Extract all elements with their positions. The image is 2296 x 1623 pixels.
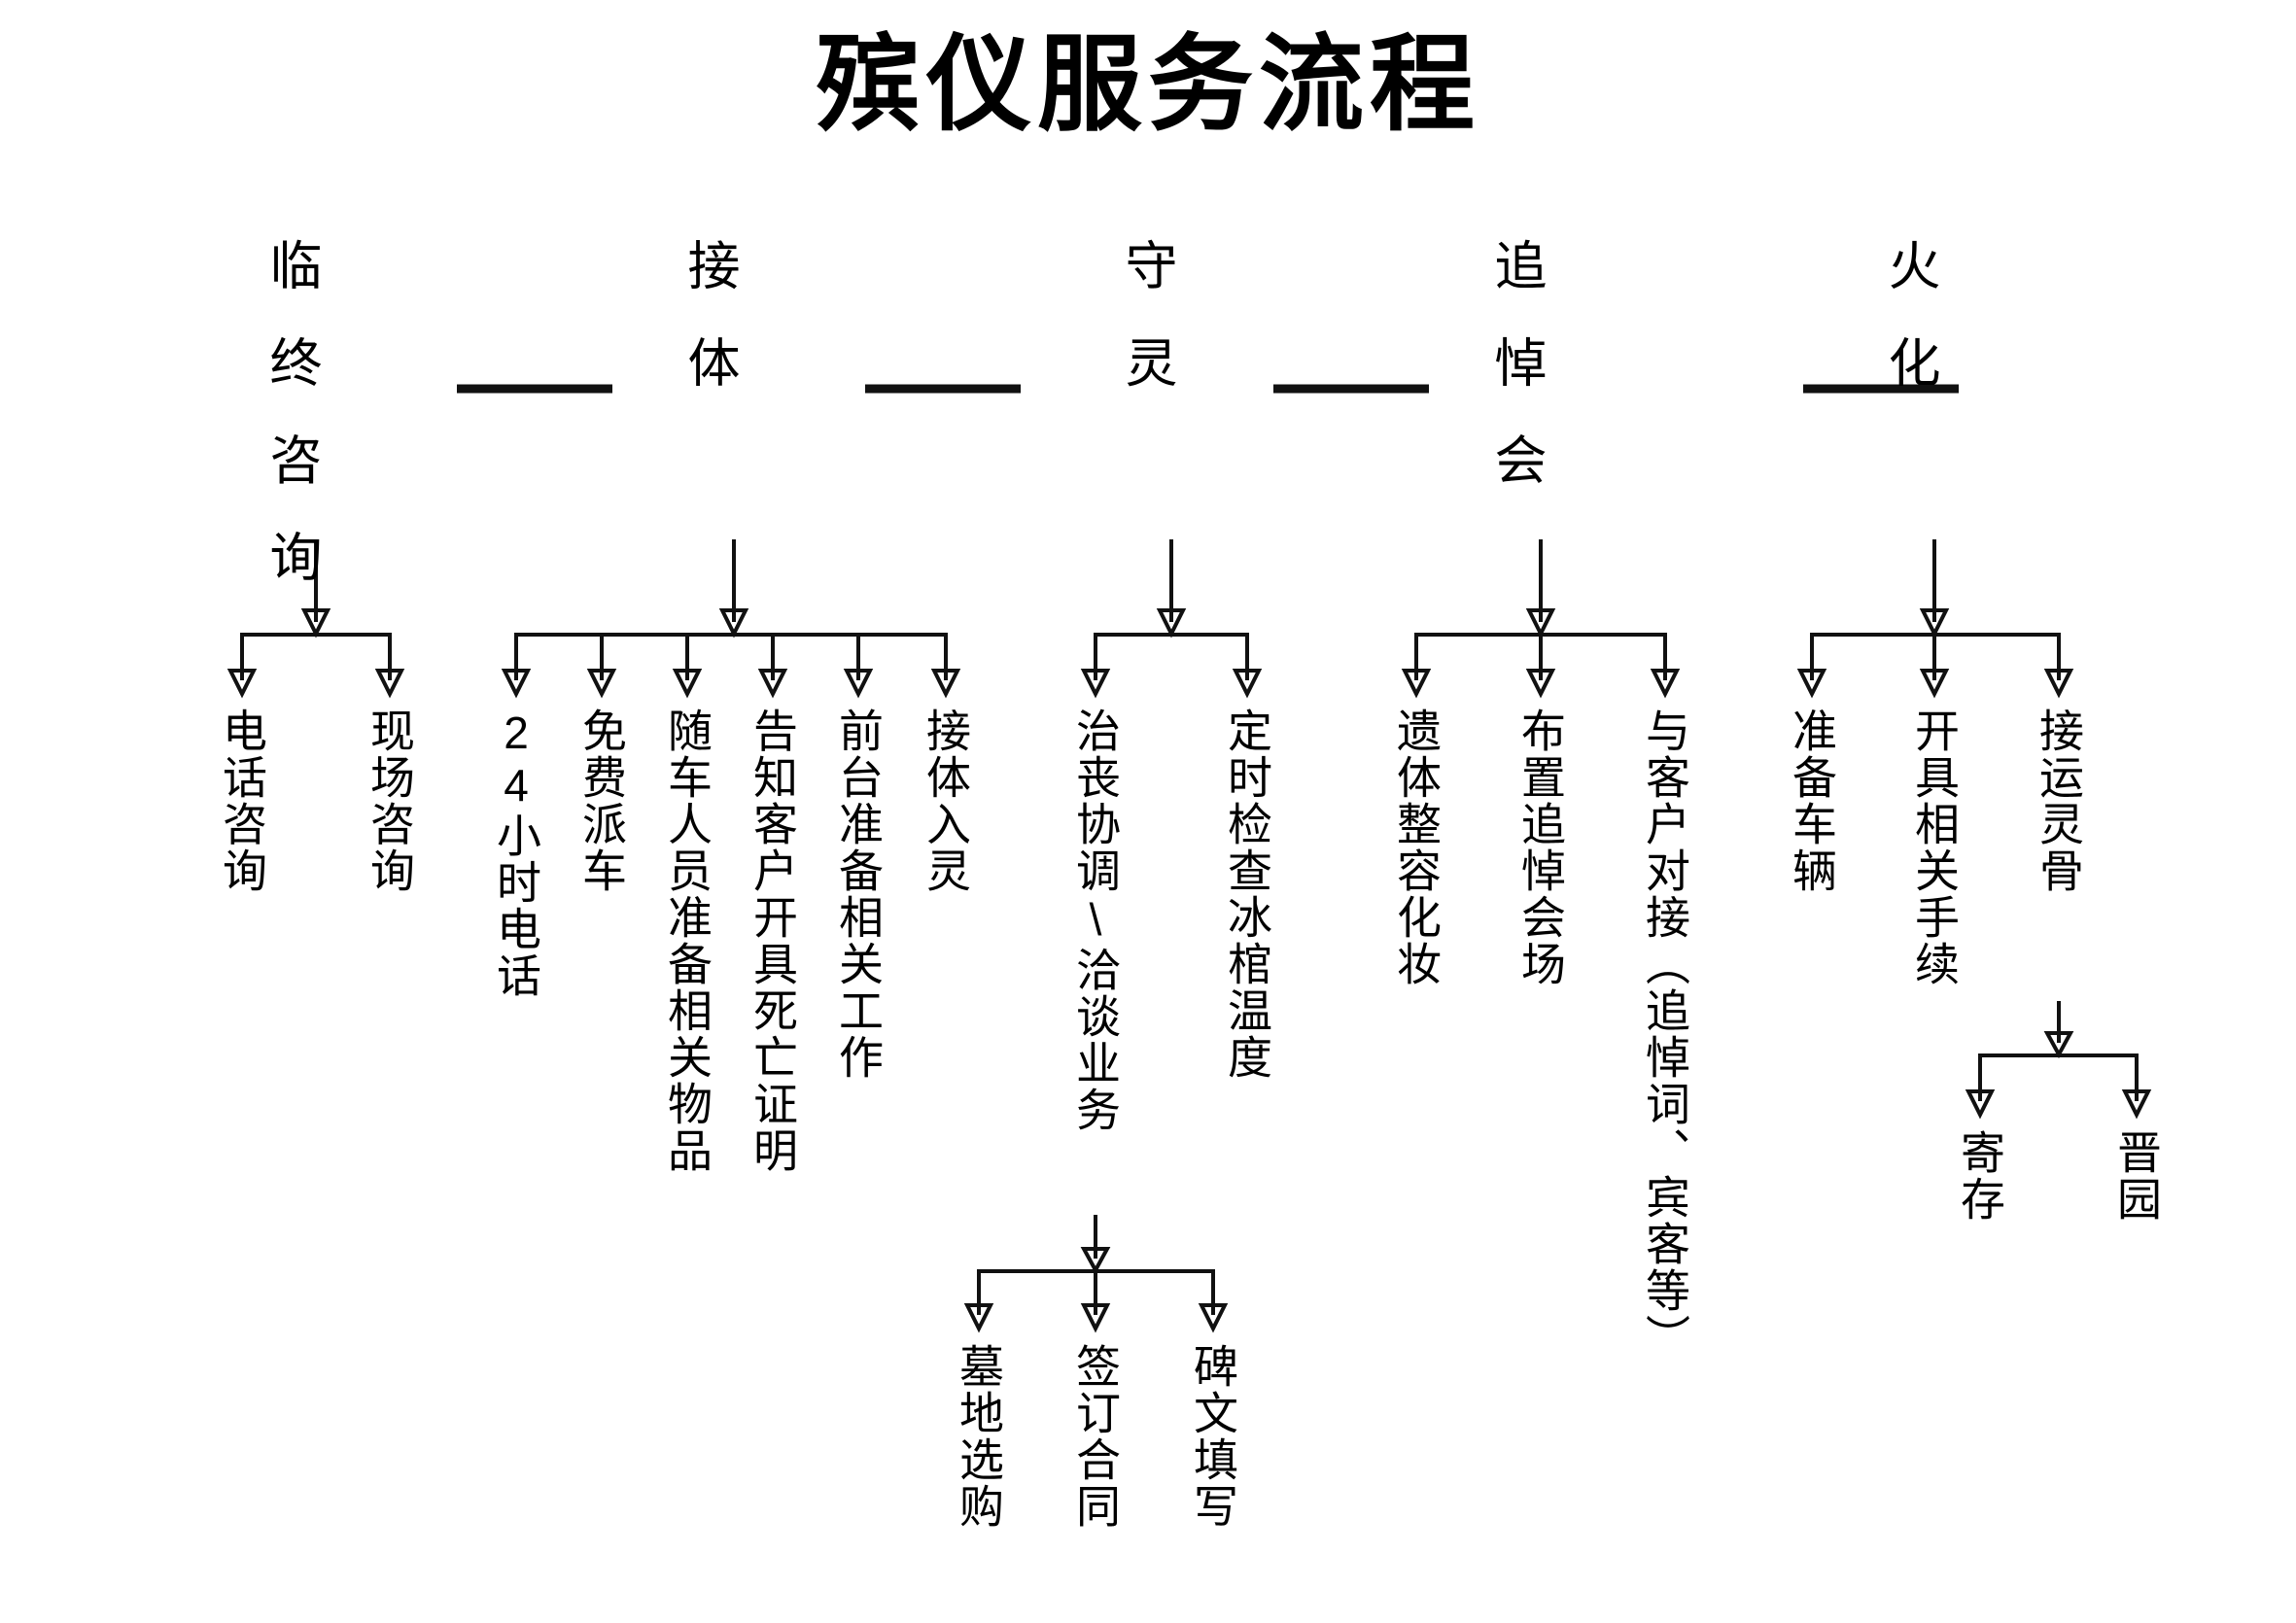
col3-sub-drop-arrow-2 <box>1080 1303 1111 1333</box>
leaf-dianhua-zixun: 电话咨询 <box>217 708 267 894</box>
col3-drop-arrow-1 <box>1080 669 1111 699</box>
col1-drop-arrow-1 <box>226 669 258 699</box>
col5-sub-arrowhead <box>2043 1031 2074 1059</box>
col4-arrowhead <box>1525 608 1556 639</box>
col5-drop-arrow-1 <box>1796 669 1827 699</box>
leaf-client-liaison: 与客户对接（追悼词、宾客等） <box>1640 708 1690 1361</box>
col2-drop-arrow-3 <box>672 669 703 699</box>
leaf-free-dispatch-vehicle: 免费派车 <box>576 708 627 894</box>
leaf-transport-ashes: 接运灵骨 <box>2034 708 2084 894</box>
col4-drop-arrow-3 <box>1650 669 1681 699</box>
leaf-funeral-coordination: 治丧协调\洽谈业务 <box>1070 708 1121 1133</box>
leaf-xianchang-zixun: 现场咨询 <box>365 708 415 894</box>
subleaf-storage: 寄存 <box>1955 1129 2005 1223</box>
column-header-shouling: 守灵 <box>1117 238 1175 432</box>
col4-drop-arrow-1 <box>1401 669 1432 699</box>
leaf-relevant-procedures: 开具相关手续 <box>1909 708 1960 987</box>
col3-sub-drop-arrow-3 <box>1198 1303 1229 1333</box>
leaf-24-hour-phone: 24小时电话 <box>491 708 541 999</box>
column-header-linzhongzixun: 临终咨询 <box>261 238 320 627</box>
column-header-jieti: 接体 <box>679 238 738 432</box>
subleaf-inscription-filling: 碑文填写 <box>1188 1343 1238 1530</box>
col5-sub-drop-arrow-1 <box>1965 1089 1996 1120</box>
col5-sub-drop-arrow-2 <box>2121 1089 2152 1120</box>
column-header-huohua: 火化 <box>1880 238 1938 432</box>
leaf-prepare-vehicle: 准备车辆 <box>1787 708 1837 894</box>
col5-drop-arrow-3 <box>2043 669 2074 699</box>
leaf-staff-prepare-items: 随车人员准备相关物品 <box>662 708 713 1174</box>
col5-drop-arrow-2 <box>1919 669 1950 699</box>
leaf-receive-body: 接体入灵 <box>921 708 971 894</box>
col2-drop-arrow-4 <box>757 669 788 699</box>
col3-sub-arrowhead <box>1080 1247 1111 1275</box>
subleaf-cemetery-selection: 墓地选购 <box>954 1343 1004 1530</box>
subleaf-jinyuan-cemetery: 晋园 <box>2111 1129 2162 1223</box>
col2-arrowhead <box>718 608 749 639</box>
leaf-inform-death-certificate: 告知客户开具死亡证明 <box>748 708 798 1174</box>
col2-drop-arrow-2 <box>586 669 617 699</box>
col2-drop-arrow-5 <box>843 669 874 699</box>
col2-drop-arrow-1 <box>501 669 532 699</box>
column-header-zhuidaohui: 追悼会 <box>1486 238 1545 530</box>
col3-drop-arrow-2 <box>1232 669 1263 699</box>
page-title: 殡仪服务流程 <box>815 25 1480 143</box>
col3-sub-drop-arrow-1 <box>963 1303 994 1333</box>
leaf-arrange-memorial-hall: 布置追悼会场 <box>1515 708 1566 987</box>
subleaf-sign-contract: 签订合同 <box>1070 1343 1121 1530</box>
col1-drop-arrow-2 <box>374 669 405 699</box>
col4-drop-arrow-2 <box>1525 669 1556 699</box>
leaf-check-coffin-temperature: 定时检查冰棺温度 <box>1222 708 1272 1081</box>
col3-arrowhead <box>1156 608 1187 639</box>
leaf-body-cosmetics: 遗体整容化妆 <box>1391 708 1442 987</box>
col2-drop-arrow-6 <box>930 669 961 699</box>
col5-arrowhead <box>1919 608 1950 639</box>
leaf-front-desk-prepare: 前台准备相关工作 <box>833 708 884 1081</box>
